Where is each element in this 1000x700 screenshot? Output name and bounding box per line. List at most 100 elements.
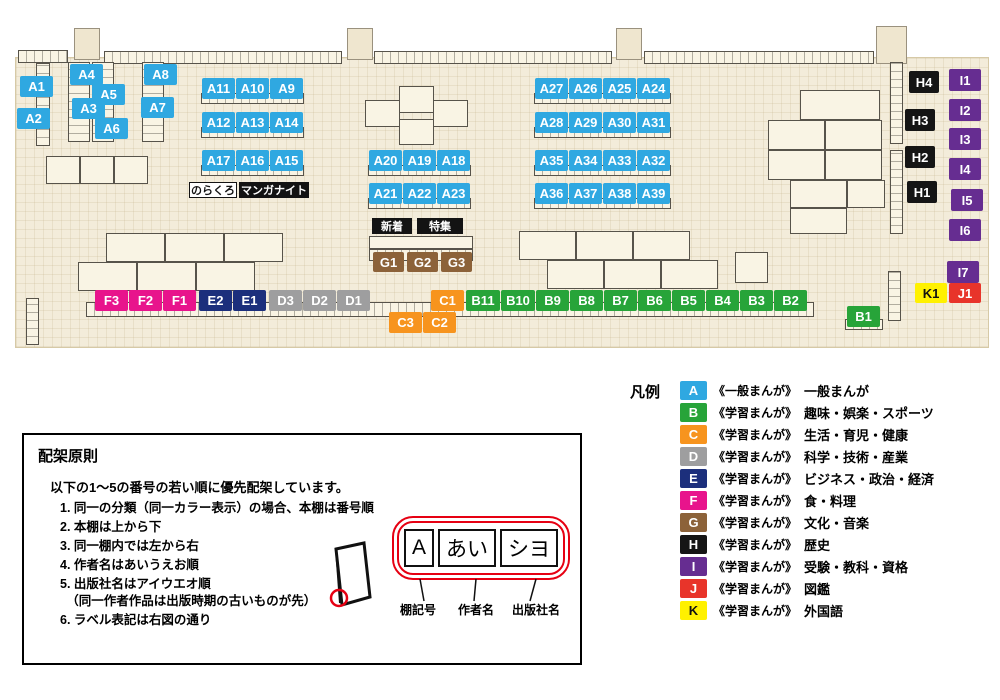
map-chip-A10: A10 (236, 78, 269, 99)
map-chip-A28: A28 (535, 112, 568, 133)
legend-item-K: K《学習まんが》外国語 (680, 600, 843, 620)
map-chip-A34: A34 (569, 150, 602, 171)
map-chip-F2: F2 (129, 290, 162, 311)
shelf (790, 208, 847, 234)
map-chip-C2: C2 (423, 312, 456, 333)
map-chip-H4: H4 (909, 71, 939, 93)
map-chip-B9: B9 (536, 290, 569, 311)
shelf (196, 262, 255, 291)
pillar (616, 28, 642, 60)
map-chip-I5: I5 (951, 189, 983, 211)
map-chip-A36: A36 (535, 183, 568, 204)
map-chip-A24: A24 (637, 78, 670, 99)
shelf (790, 180, 847, 208)
shelf (399, 86, 434, 113)
map-chip-F3: F3 (95, 290, 128, 311)
map-chip-A32: A32 (637, 150, 670, 171)
principles-title: 配架原則 (38, 448, 99, 465)
map-chip-A18: A18 (437, 150, 470, 171)
shelf (825, 150, 882, 180)
map-chip-I6: I6 (949, 219, 981, 241)
shelf (534, 127, 671, 138)
map-label-0: のらくろ (189, 182, 237, 198)
shelf (890, 150, 903, 234)
map-chip-G2: G2 (407, 252, 438, 272)
legend-chip-I: I (680, 556, 707, 576)
map-chip-A1: A1 (20, 76, 53, 97)
shelf (825, 120, 882, 150)
map-chip-B2: B2 (774, 290, 807, 311)
shelf (534, 165, 671, 176)
map-chip-H1: H1 (907, 181, 937, 203)
principles-item-6: 6. ラベル表記は右図の通り (60, 613, 212, 627)
shelf (433, 100, 468, 127)
map-chip-A7: A7 (141, 97, 174, 118)
pillar (876, 26, 907, 64)
map-chip-I1: I1 (949, 69, 981, 91)
map-chip-K1: K1 (915, 283, 947, 303)
legend-item-H: H《学習まんが》歴史 (680, 534, 830, 554)
map-chip-H2: H2 (905, 146, 935, 168)
map-chip-A6: A6 (95, 118, 128, 139)
map-chip-B11: B11 (466, 290, 500, 311)
map-chip-E2: E2 (199, 290, 232, 311)
shelf (80, 156, 114, 184)
map-chip-A35: A35 (535, 150, 568, 171)
map-chip-B1: B1 (847, 306, 880, 327)
map-chip-A11: A11 (202, 78, 235, 99)
map-chip-A26: A26 (569, 78, 602, 99)
map-chip-B6: B6 (638, 290, 671, 311)
legend-scope: 《学習まんが》 (713, 471, 798, 486)
map-chip-D3: D3 (269, 290, 302, 311)
legend-scope: 《学習まんが》 (713, 449, 798, 464)
legend-chip-F: F (680, 490, 707, 510)
legend-chip-G: G (680, 512, 707, 532)
shelf (735, 252, 768, 283)
map-label-3: 特集 (417, 218, 463, 234)
label-pointer-lines (419, 578, 537, 602)
shelf (547, 260, 604, 289)
map-chip-G1: G1 (373, 252, 404, 272)
legend-category: 外国語 (804, 603, 844, 619)
map-chip-A2: A2 (17, 108, 50, 129)
map-chip-A39: A39 (637, 183, 670, 204)
map-chip-G3: G3 (441, 252, 472, 272)
legend-chip-D: D (680, 446, 707, 466)
legend-category: 科学・技術・産業 (804, 449, 909, 465)
legend-chip-C: C (680, 424, 707, 444)
legend-item-B: B《学習まんが》趣味・娯楽・スポーツ (680, 402, 934, 422)
legend-item-E: E《学習まんが》ビジネス・政治・経済 (680, 468, 934, 488)
legend-category: 趣味・娯楽・スポーツ (804, 405, 934, 421)
shelf (46, 156, 80, 184)
legend-item-C: C《学習まんが》生活・育児・健康 (680, 424, 908, 444)
map-chip-A30: A30 (603, 112, 636, 133)
map-chip-A37: A37 (569, 183, 602, 204)
label-author: あい (438, 529, 496, 567)
shelf (519, 231, 576, 260)
shelf (768, 120, 825, 150)
legend-scope: 《一般まんが》 (713, 383, 798, 398)
map-chip-B7: B7 (604, 290, 637, 311)
map-chip-A38: A38 (603, 183, 636, 204)
legend-scope: 《学習まんが》 (713, 603, 798, 618)
shelf (365, 100, 400, 127)
map-chip-A16: A16 (236, 150, 269, 171)
legend-item-J: J《学習まんが》図鑑 (680, 578, 830, 598)
legend-title: 凡例 (630, 384, 661, 401)
legend-category: 図鑑 (804, 581, 831, 597)
principles-item-1: 1. 同一の分類（同一カラー表示）の場合、本棚は番号順 (60, 501, 374, 515)
map-chip-A31: A31 (637, 112, 670, 133)
legend-item-G: G《学習まんが》文化・音楽 (680, 512, 869, 532)
map-chip-A15: A15 (270, 150, 303, 171)
shelf (165, 233, 224, 262)
map-chip-A17: A17 (202, 150, 235, 171)
map-chip-A29: A29 (569, 112, 602, 133)
pillar (347, 28, 373, 60)
caption-shelf-code: 棚記号 (400, 603, 437, 617)
principles-item-3: 3. 同一棚内では左から右 (60, 539, 199, 553)
legend-scope: 《学習まんが》 (713, 537, 798, 552)
shelf (576, 231, 633, 260)
legend-chip-B: B (680, 402, 707, 422)
